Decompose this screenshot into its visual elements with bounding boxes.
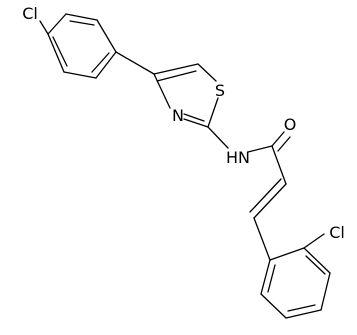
bond-inner — [287, 304, 316, 312]
bond — [153, 63, 199, 75]
bond-alkene-ring — [253, 217, 271, 261]
bond — [260, 259, 271, 295]
oxygen-atom-label: O — [284, 115, 297, 134]
thiazole-ring — [153, 63, 219, 128]
bond — [303, 247, 331, 274]
bond — [269, 247, 305, 261]
sulfur-atom-label: S — [215, 81, 225, 100]
bond-carbonyl-alkene — [271, 145, 287, 185]
bond — [197, 63, 217, 82]
bond-alkene — [253, 183, 287, 219]
bond-phenyl-thiazole — [115, 51, 155, 75]
bond-c-cl-top — [39, 20, 49, 35]
nitrogen-atom-label: N — [172, 106, 184, 125]
bond-nh-carbonyl — [247, 145, 273, 153]
bond-carbonyl-o — [271, 131, 285, 147]
chlorophenyl-ring-top — [47, 13, 117, 79]
bond — [207, 97, 219, 128]
bond — [47, 13, 67, 35]
amide-nh-label: HN — [226, 148, 250, 167]
bond-carbonyl-o-double — [277, 136, 291, 152]
bond — [96, 19, 117, 53]
bond-c-cl-bottom — [303, 233, 325, 249]
bond — [260, 293, 287, 319]
bond-inner — [156, 70, 197, 82]
bond-inner — [183, 113, 205, 122]
bond — [95, 51, 117, 79]
bond — [153, 73, 171, 109]
bond-inner — [91, 52, 110, 73]
chlorophenyl-ring-bottom — [260, 247, 331, 319]
chlorine-atom-label: Cl — [22, 4, 38, 23]
bond — [47, 33, 65, 73]
chlorine-atom-label: Cl — [329, 223, 345, 242]
bond-inner — [52, 36, 68, 67]
bond — [285, 309, 322, 319]
bond — [65, 13, 98, 21]
bond — [183, 118, 209, 128]
bond-inner — [69, 20, 95, 26]
bond-inner — [305, 255, 326, 275]
bond-thiazole-nh — [207, 126, 229, 149]
bond-alkene-double — [249, 178, 282, 213]
bond — [320, 272, 331, 311]
bond — [63, 71, 97, 79]
bond-inner — [267, 264, 276, 293]
